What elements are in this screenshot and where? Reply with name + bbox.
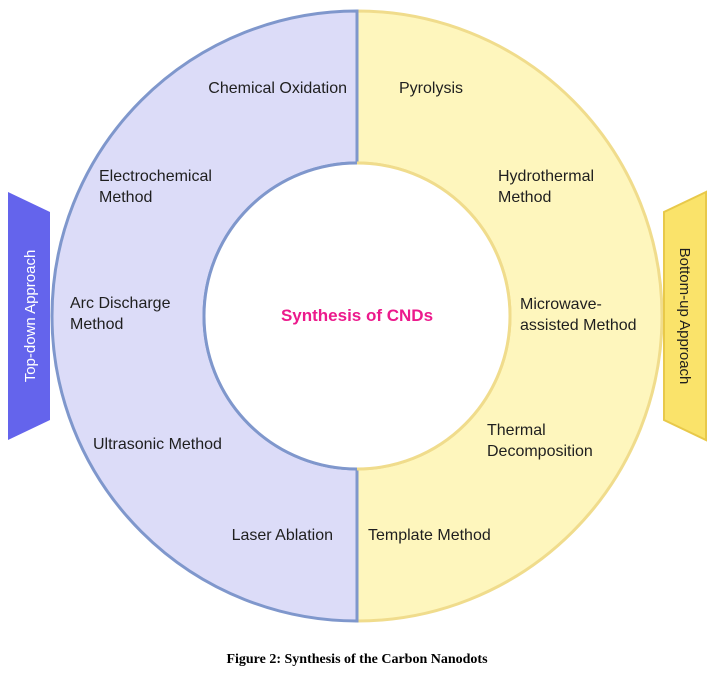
- method-label-line: Electrochemical: [99, 168, 212, 185]
- method-label-line: Decomposition: [487, 443, 593, 460]
- left-method-label: Chemical Oxidation: [208, 80, 347, 97]
- inner-right-edge: [356, 161, 512, 471]
- method-label-line: Ultrasonic Method: [93, 436, 222, 453]
- right-method-label: Microwave-assisted Method: [520, 296, 637, 334]
- center-title: Synthesis of CNDs: [281, 306, 433, 325]
- left-method-label: Laser Ablation: [232, 527, 333, 544]
- right-method-label: Pyrolysis: [399, 80, 463, 97]
- top-down-banner-label: Top-down Approach: [22, 250, 39, 383]
- method-label-line: Laser Ablation: [232, 527, 333, 544]
- method-label-line: Chemical Oxidation: [208, 80, 347, 97]
- method-label-line: Thermal: [487, 422, 546, 439]
- method-label-line: Hydrothermal: [498, 168, 594, 185]
- method-label-line: Arc Discharge: [70, 295, 171, 312]
- method-label-line: Method: [498, 189, 551, 206]
- center-circle: [205, 164, 509, 468]
- right-method-label: Template Method: [368, 527, 491, 544]
- method-label-line: Microwave-: [520, 296, 602, 313]
- figure-caption: Figure 2: Synthesis of the Carbon Nanodo…: [226, 652, 488, 667]
- bottom-up-banner: [663, 190, 707, 442]
- method-label-line: assisted Method: [520, 317, 637, 334]
- left-method-label: Ultrasonic Method: [93, 436, 222, 453]
- method-label-line: Method: [99, 189, 152, 206]
- top-down-banner: [8, 192, 50, 440]
- method-label-line: Method: [70, 316, 123, 333]
- method-label-line: Pyrolysis: [399, 80, 463, 97]
- bottom-up-banner-label: Bottom-up Approach: [676, 248, 693, 385]
- method-label-line: Template Method: [368, 527, 491, 544]
- inner-left-edge: [202, 161, 358, 471]
